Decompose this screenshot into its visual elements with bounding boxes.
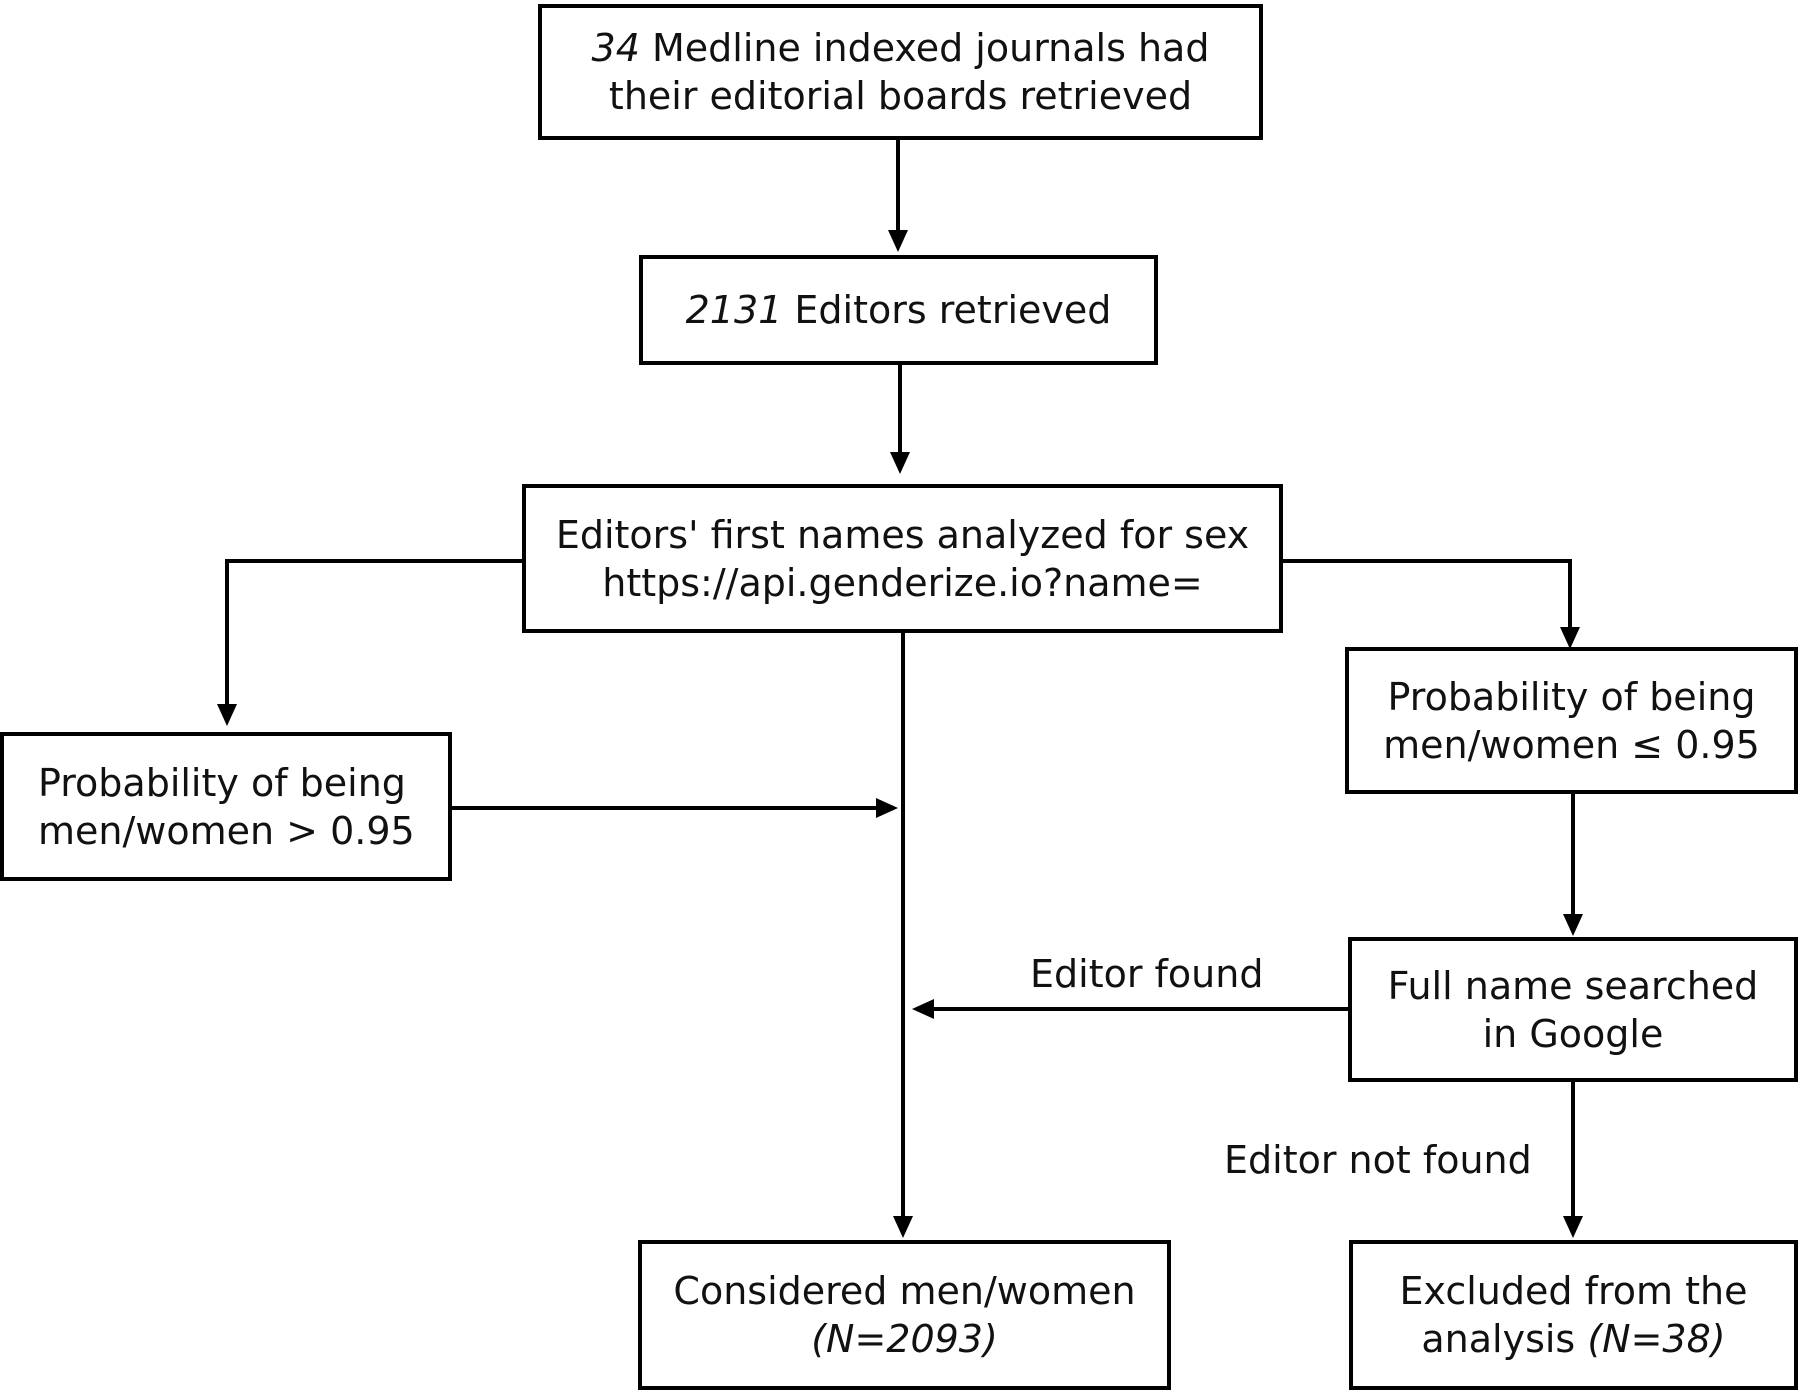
node-considered: Considered men/women (N=2093) (638, 1240, 1171, 1390)
arrowhead-main-from-left (876, 798, 898, 818)
arrowhead-prob-low (1560, 627, 1580, 649)
arrowhead-excluded (1563, 1216, 1583, 1238)
arrow-analyzed-to-prob-low (1280, 559, 1572, 630)
node-prob-low: Probability of being men/women ≤ 0.95 (1345, 647, 1798, 794)
node-google-line1: Full name searched (1387, 963, 1759, 1008)
arrowhead-editors (888, 230, 908, 252)
node-excluded-line2: analysis (N=38) (1421, 1317, 1726, 1361)
arrowhead-main-from-right (912, 999, 934, 1019)
node-prob-high: Probability of being men/women > 0.95 (0, 732, 452, 881)
arrowhead-google (1563, 914, 1583, 936)
node-journals-line2: their editorial boards retrieved (608, 74, 1193, 118)
node-editors-text: 2131 Editors retrieved (685, 288, 1112, 332)
node-excluded-line1: Excluded from the (1399, 1269, 1748, 1313)
node-prob-low-line1: Probability of being (1387, 674, 1756, 719)
node-analyzed: Editors' first names analyzed for sex ht… (522, 484, 1283, 633)
arrow-analyzed-to-prob-high (225, 559, 522, 707)
node-editors: 2131 Editors retrieved (639, 255, 1158, 365)
node-journals-line1: 34 Medline indexed journals had (591, 26, 1210, 70)
node-google: Full name searched in Google (1348, 937, 1798, 1082)
edge-label-editor-found: Editor found (1030, 952, 1264, 996)
node-journals: 34 Medline indexed journals had their ed… (538, 4, 1263, 140)
node-considered-count: (N=2093) (811, 1317, 998, 1361)
edge-label-editor-not-found: Editor not found (1224, 1138, 1532, 1182)
node-prob-low-line2: men/women ≤ 0.95 (1383, 722, 1760, 767)
arrowhead-analyzed (890, 452, 910, 474)
arrowhead-prob-high (217, 704, 237, 726)
node-excluded: Excluded from the analysis (N=38) (1349, 1240, 1798, 1390)
node-prob-high-line1: Probability of being (38, 760, 406, 805)
arrowhead-considered (893, 1216, 913, 1238)
node-prob-high-line2: men/women > 0.95 (38, 808, 415, 853)
node-google-line2: in Google (1482, 1011, 1664, 1056)
node-considered-line1: Considered men/women (673, 1269, 1136, 1313)
node-analyzed-line2: https://api.genderize.io?name= (602, 560, 1203, 605)
node-analyzed-line1: Editors' first names analyzed for sex (555, 512, 1250, 557)
